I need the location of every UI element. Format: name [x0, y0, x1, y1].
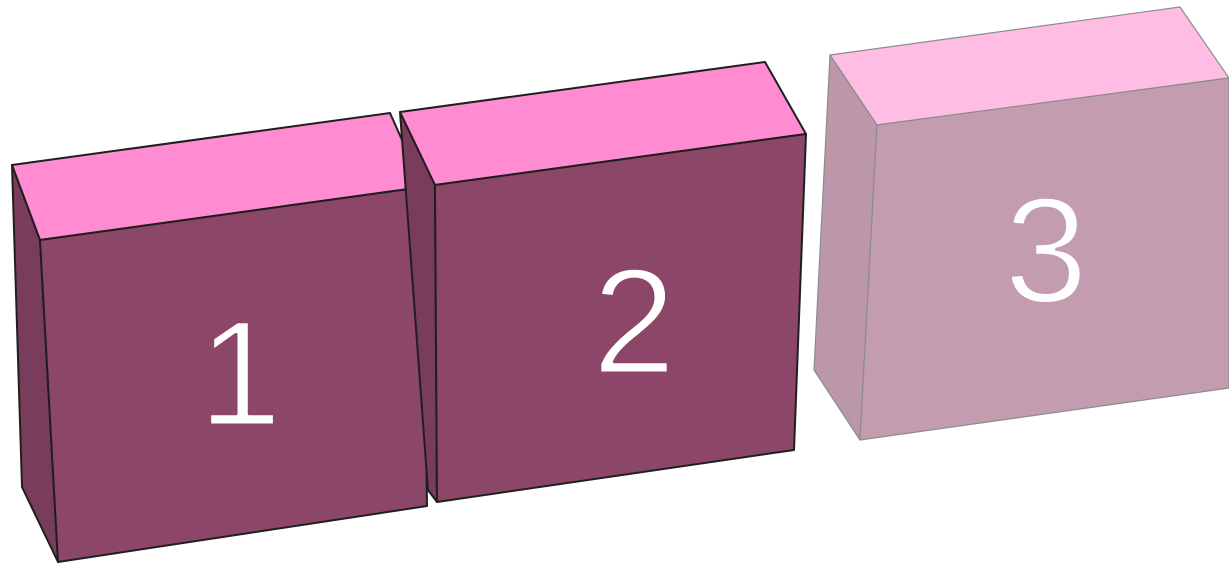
block-3-number: 3	[1004, 166, 1087, 334]
block-3: 3	[814, 7, 1229, 440]
block-1-number: 1	[198, 289, 281, 457]
block-2-number: 2	[592, 237, 675, 405]
block-2: 2	[400, 62, 806, 502]
block-1: 1	[12, 113, 427, 562]
